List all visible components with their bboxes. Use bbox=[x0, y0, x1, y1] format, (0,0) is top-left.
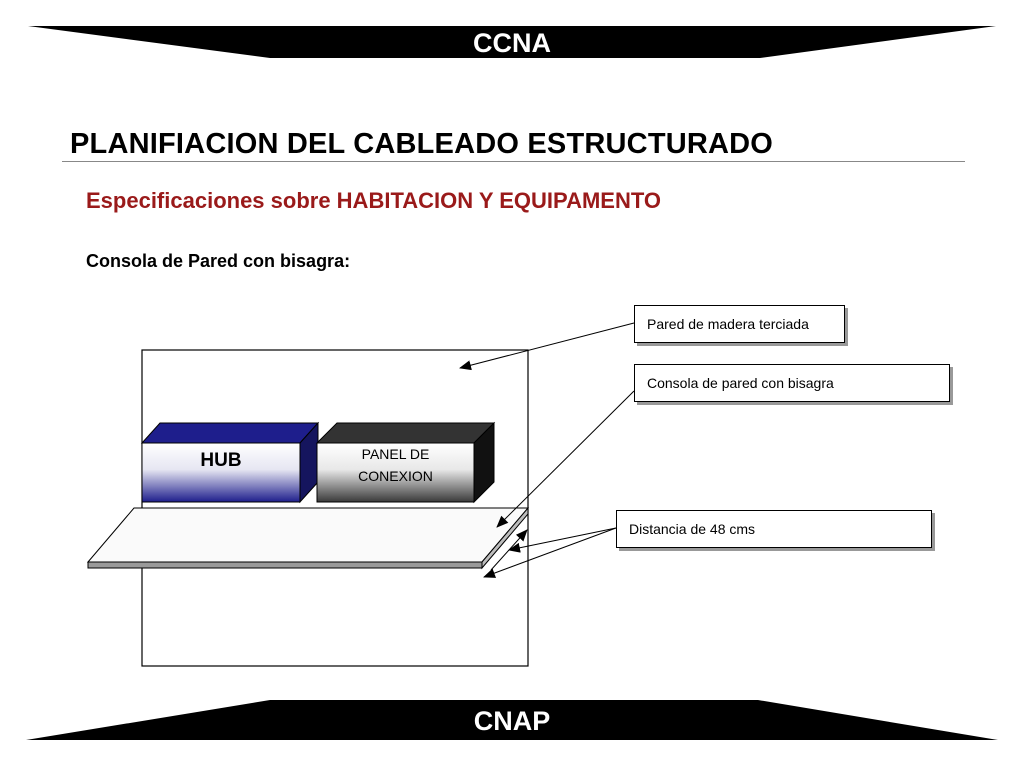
distance-arrow-lower bbox=[483, 527, 617, 578]
diagram-caption: Consola de Pared con bisagra: bbox=[86, 251, 351, 271]
distance-arrow-reverse bbox=[490, 529, 528, 571]
console-pointer-arrow bbox=[496, 390, 635, 528]
header-banner: CCNA bbox=[0, 22, 1024, 62]
slide-subtitle: Especificaciones sobre HABITACION Y EQUI… bbox=[86, 188, 661, 213]
patch-panel-device bbox=[315, 421, 496, 504]
callout-console: Consola de pared con bisagra bbox=[634, 364, 950, 402]
hinged-shelf bbox=[86, 506, 530, 570]
hub-label: HUB bbox=[200, 450, 242, 471]
hub-device bbox=[140, 421, 320, 504]
wall-pointer-arrow bbox=[459, 322, 635, 371]
footer-banner-text: CNAP bbox=[473, 706, 551, 736]
slide-title: PLANIFIACION DEL CABLEADO ESTRUCTURADO bbox=[70, 128, 774, 160]
header-banner-text: CCNA bbox=[473, 28, 551, 58]
callout-distance-text: Distancia de 48 cms bbox=[629, 521, 756, 537]
callout-distance: Distancia de 48 cms bbox=[616, 510, 932, 548]
callout-wall-text: Pared de madera terciada bbox=[647, 316, 809, 332]
footer-banner: CNAP bbox=[0, 698, 1024, 744]
callout-wall: Pared de madera terciada bbox=[634, 305, 845, 343]
callout-console-text: Consola de pared con bisagra bbox=[647, 375, 834, 391]
panel-label-line2: CONEXION bbox=[358, 468, 433, 484]
panel-label-line1: PANEL DE bbox=[361, 446, 430, 462]
distance-arrow-upper bbox=[508, 527, 617, 553]
title-divider bbox=[62, 161, 965, 162]
